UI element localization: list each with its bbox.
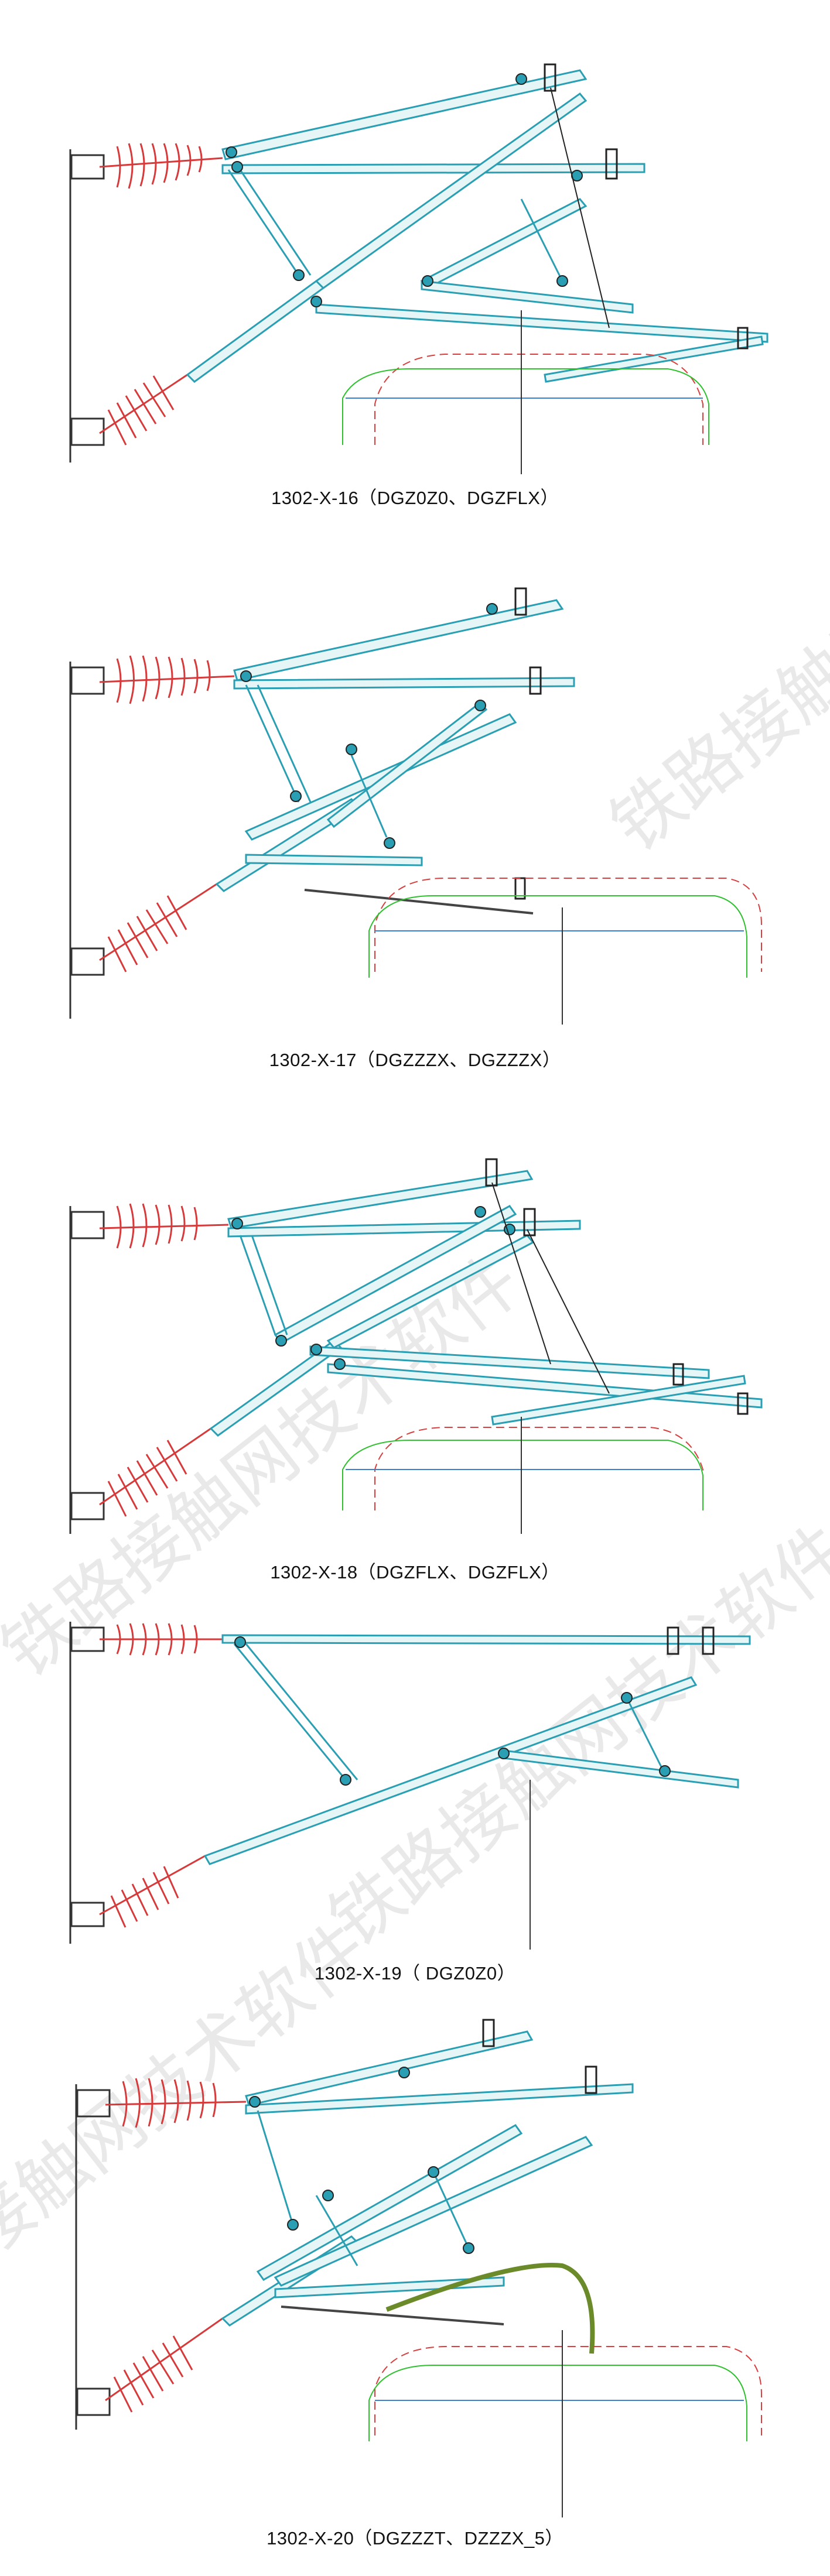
mast-bracket: [70, 1492, 105, 1520]
mast-bracket: [70, 666, 105, 695]
fittings: [240, 603, 498, 849]
vehicle-clearance-outline: [368, 878, 762, 978]
messenger-arm: [304, 889, 534, 914]
fittings: [226, 73, 583, 307]
lower-insulator: [99, 1427, 211, 1517]
cantilever-drawing: [69, 63, 768, 474]
cantilever-tubes: [209, 1170, 763, 1437]
fittings: [231, 1206, 515, 1370]
mast-bracket: [70, 154, 105, 180]
end-fittings: [667, 1626, 715, 1655]
figure-caption: 1302-X-20（DGZZZT、DZZZX_5）: [267, 2528, 563, 2548]
figure-1302-x-16: 1302-X-16（DGZ0Z0、DGZFLX）: [0, 0, 830, 527]
dropper-wire: [527, 1229, 610, 1394]
cantilever-tubes: [215, 599, 575, 892]
dropper-wire: [491, 1182, 551, 1365]
cantilever-drawing: [69, 1158, 763, 1534]
lower-insulator: [105, 2317, 223, 2413]
lower-insulator: [99, 883, 217, 972]
mast-bracket: [70, 1902, 105, 1927]
dropper-wire: [550, 87, 610, 328]
messenger-arm: [281, 2306, 504, 2325]
figure-caption: 1302-X-17（DGZZZX、DGZZZX）: [269, 1050, 561, 1070]
fittings: [249, 2067, 474, 2254]
mast-bracket: [70, 417, 105, 446]
cantilever-tubes: [203, 1634, 751, 1865]
upper-insulator: [105, 2078, 247, 2128]
fittings: [234, 1636, 671, 1786]
lower-insulator: [99, 1855, 206, 1928]
end-fittings: [514, 587, 542, 900]
mast-bracket: [76, 2387, 111, 2416]
upper-insulator: [99, 143, 223, 189]
end-fittings: [482, 2019, 597, 2094]
vehicle-clearance-outline: [368, 2346, 762, 2441]
vehicle-clearance-outline: [342, 1427, 703, 1510]
lower-insulator: [99, 374, 188, 446]
mast-bracket: [70, 947, 105, 976]
figure-1302-x-19: 1302-X-19（ DGZ0Z0）: [0, 1604, 830, 2002]
mast-bracket: [76, 2089, 111, 2118]
figure-1302-x-20: 1302-X-20（DGZZZT、DZZZX_5）: [0, 2002, 830, 2576]
cantilever-tubes: [221, 2030, 634, 2327]
cantilever-drawing: [75, 2019, 762, 2517]
feeder-pipe: [385, 2262, 595, 2354]
figure-caption: 1302-X-18（DGZFLX、DGZFLX）: [270, 1562, 560, 1582]
figure-1302-x-17: 1302-X-17（DGZZZX、DGZZZX）: [0, 527, 830, 1089]
upper-insulator: [99, 655, 235, 704]
mast-bracket: [70, 1211, 105, 1239]
cantilever-tubes: [186, 69, 768, 383]
mast-bracket: [70, 1626, 105, 1652]
figure-caption: 1302-X-19（ DGZ0Z0）: [314, 1963, 516, 1984]
figure-1302-x-18: 1302-X-18（DGZFLX、DGZFLX）: [0, 1089, 830, 1604]
upper-insulator: [99, 1203, 229, 1249]
cantilever-drawing: [69, 1622, 751, 1950]
figure-caption: 1302-X-16（DGZ0Z0、DGZFLX）: [271, 488, 559, 508]
end-fittings: [544, 63, 749, 350]
cantilever-drawing: [69, 587, 762, 1025]
upper-insulator: [100, 1623, 223, 1656]
vehicle-clearance-outline: [342, 354, 709, 445]
